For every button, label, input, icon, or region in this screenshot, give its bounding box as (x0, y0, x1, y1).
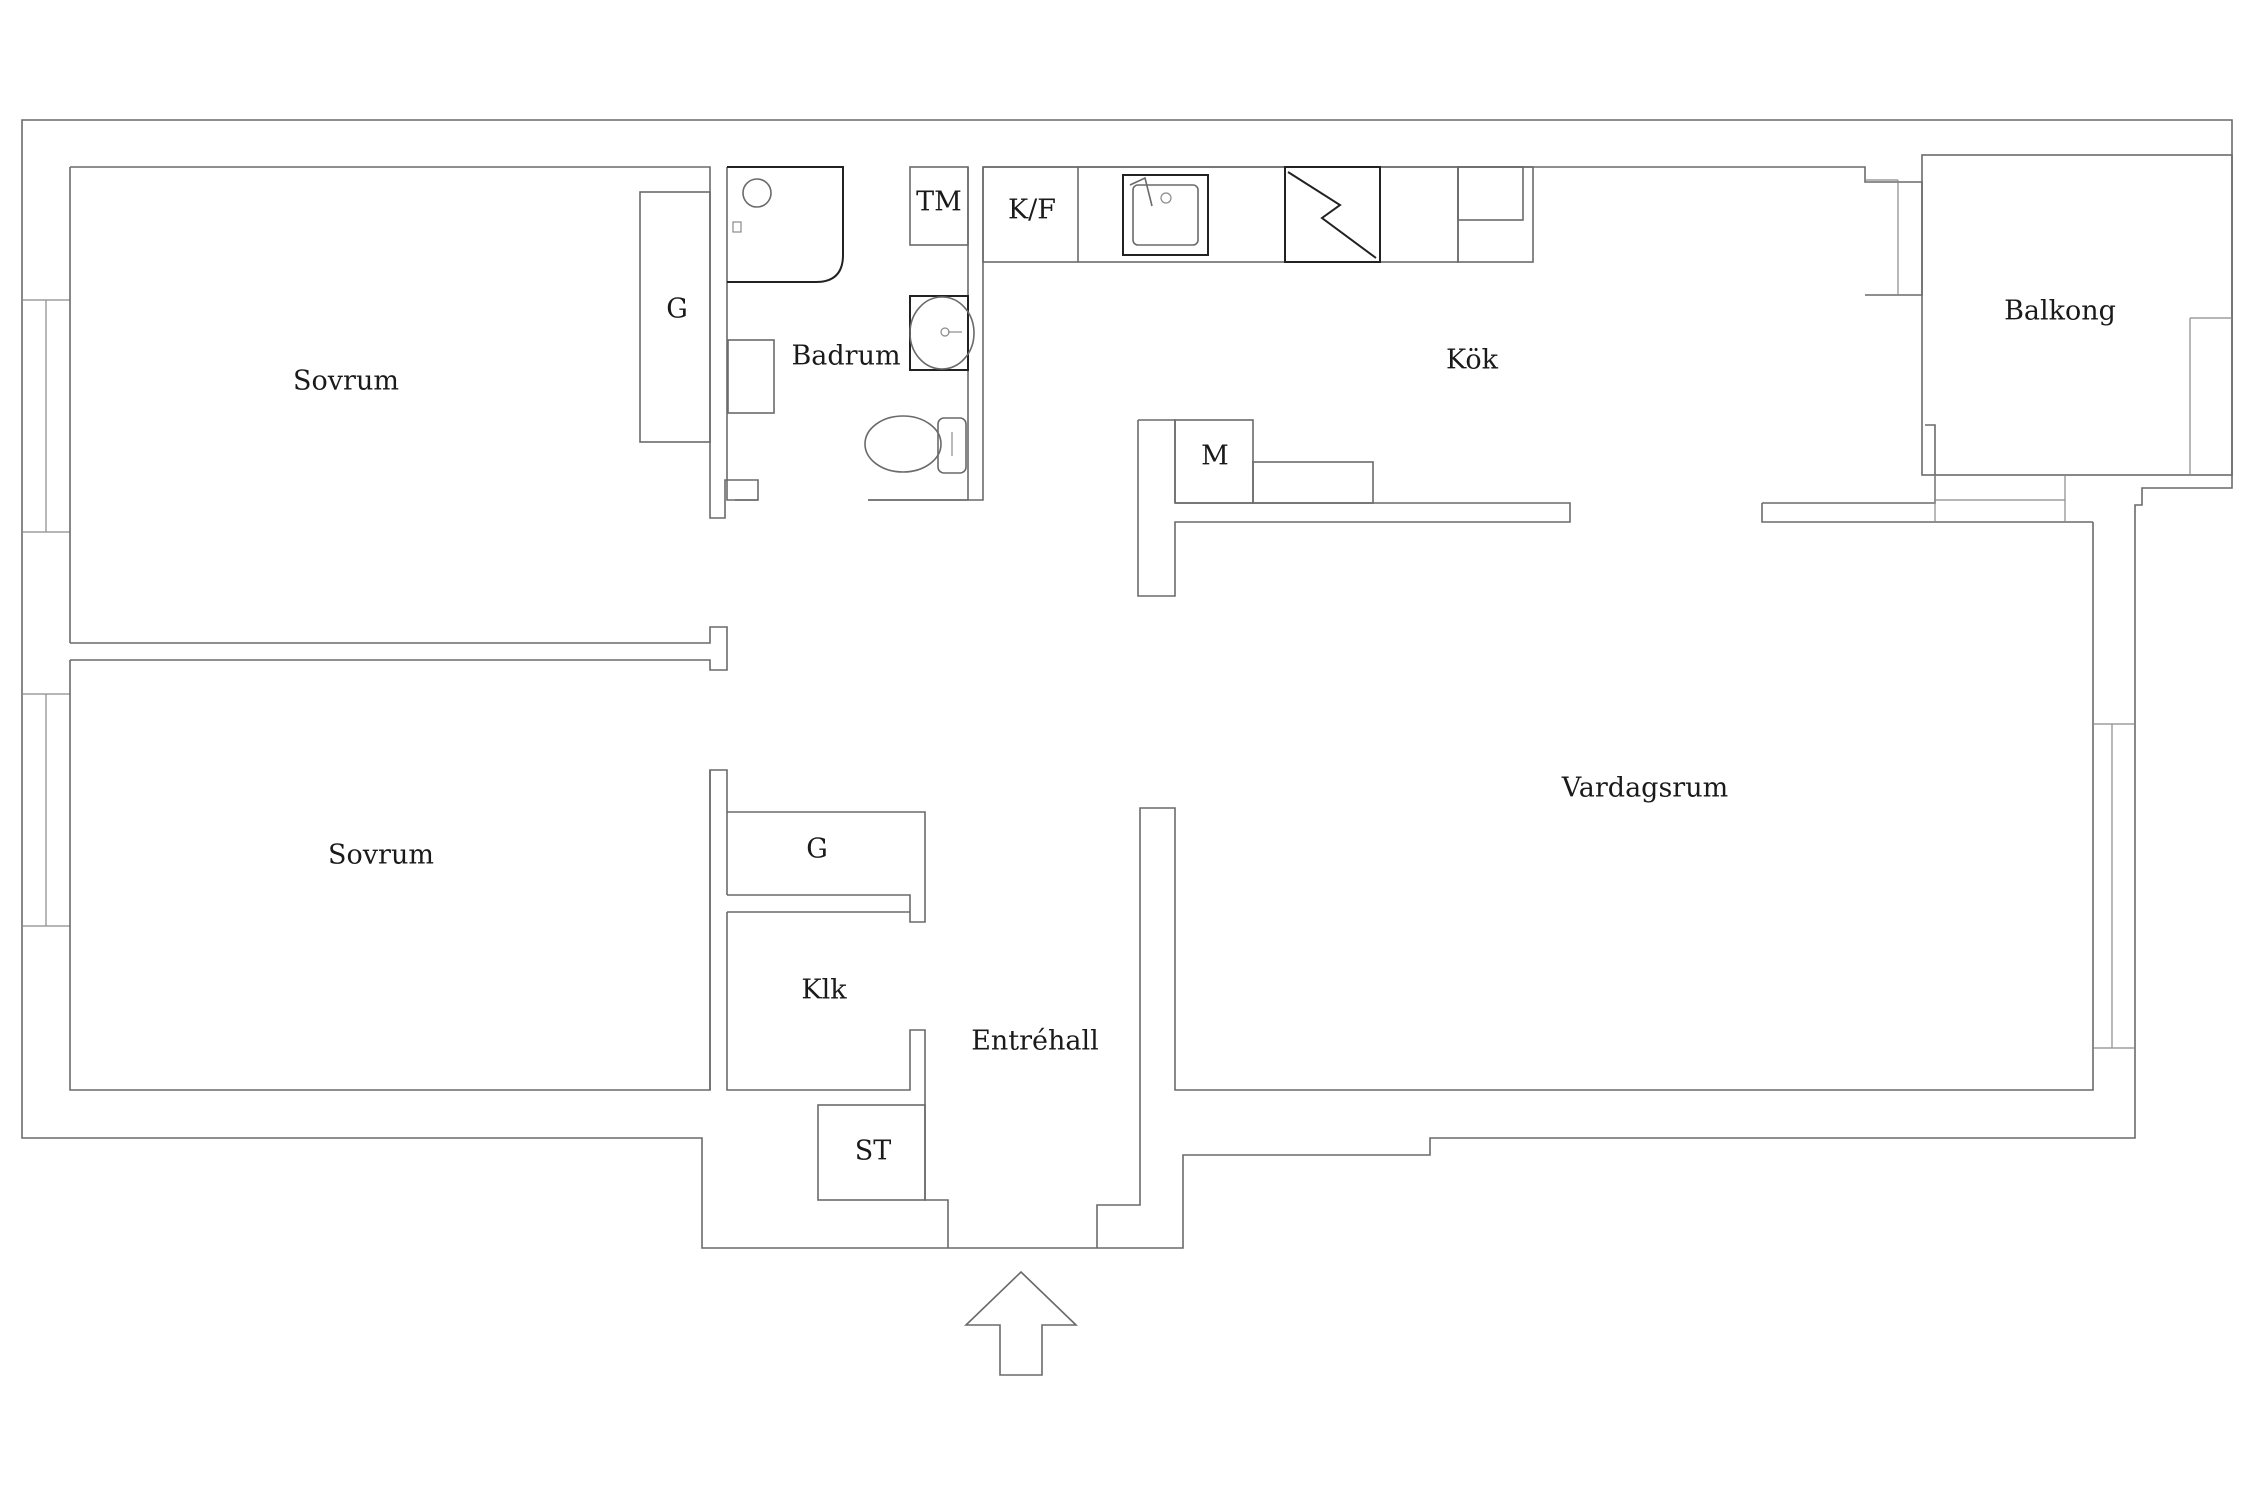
bedroom-bottom (69, 660, 728, 1091)
room-label-garderob-sovrum: G (666, 294, 688, 325)
room-label-kyl-frys: K/F (1008, 195, 1056, 226)
hallway (709, 770, 949, 1248)
kitchen-sink-icon (1122, 174, 1209, 256)
outer-walls (21, 119, 2233, 1249)
room-label-st: ST (855, 1136, 892, 1167)
room-label-entrehall: Entréhall (971, 1026, 1099, 1057)
room-label-sovrum-top: Sovrum (293, 366, 399, 397)
room-label-balkong: Balkong (2004, 296, 2116, 327)
bedroom-top (69, 166, 759, 671)
balcony (1865, 154, 2233, 522)
room-label-vardagsrum: Vardagsrum (1561, 773, 1728, 804)
room-label-klk: Klk (801, 975, 847, 1006)
room-label-mikro: M (1201, 441, 1229, 472)
stove-icon (1284, 166, 1381, 263)
bathroom (726, 166, 984, 501)
living-room (1096, 522, 2094, 1248)
shower-icon (727, 166, 844, 283)
sink-icon (909, 295, 975, 371)
toilet-icon (727, 339, 967, 474)
kitchen (982, 166, 2093, 597)
entrance-arrow-icon (964, 1270, 1078, 1376)
room-label-garderob-hall: G (806, 834, 828, 865)
room-label-badrum: Badrum (791, 341, 900, 372)
room-label-tvattmaskin: TM (916, 187, 962, 218)
room-label-sovrum-bottom: Sovrum (328, 840, 434, 871)
room-label-kok: Kök (1446, 345, 1499, 376)
